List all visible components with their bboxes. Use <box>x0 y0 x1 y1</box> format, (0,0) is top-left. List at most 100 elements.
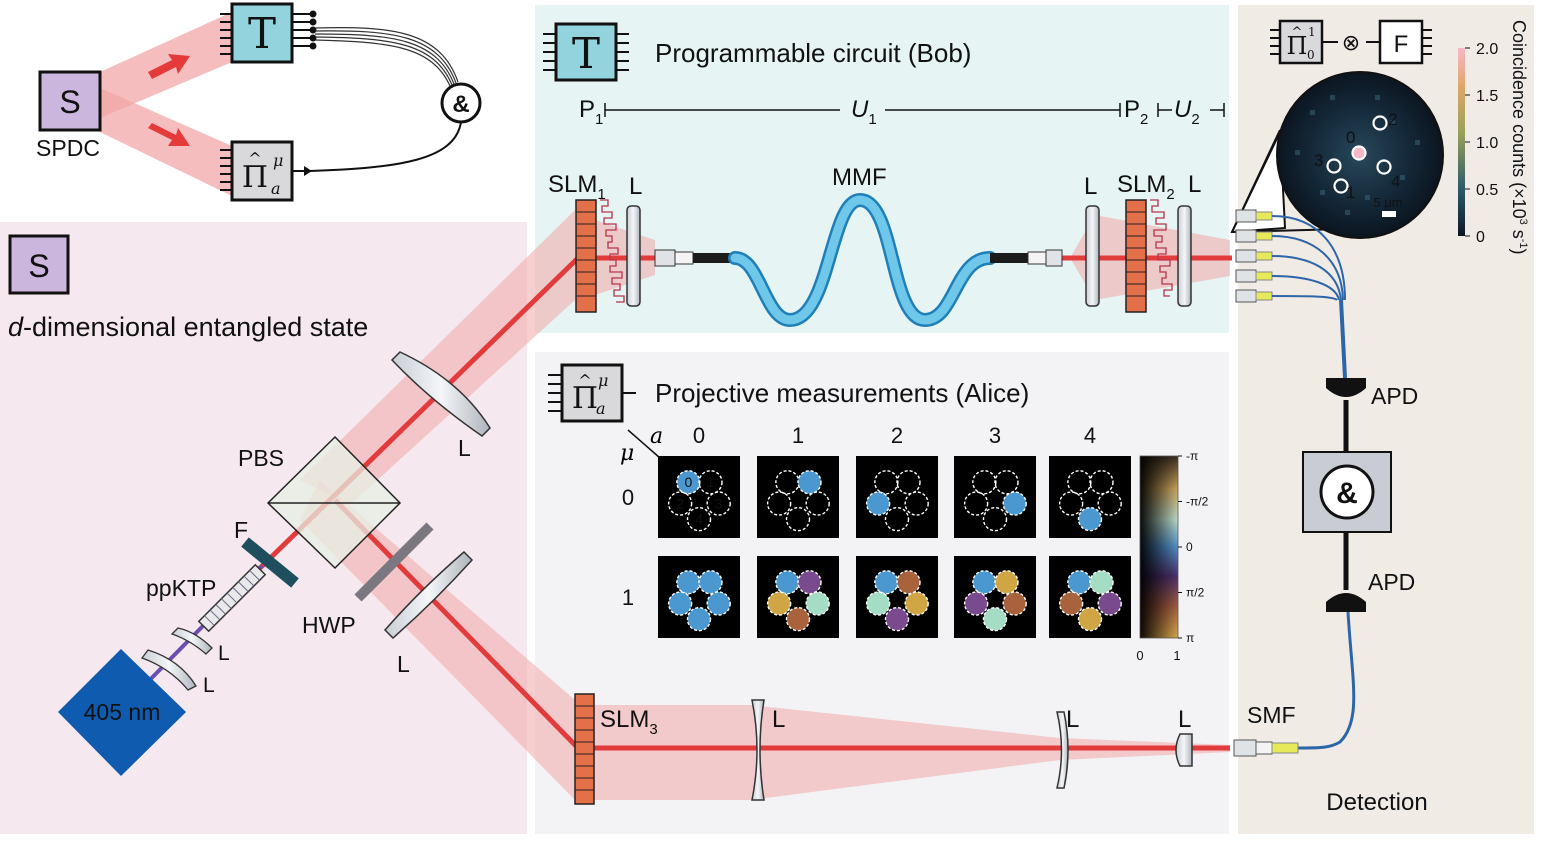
laser-label: 405 nm <box>84 699 161 725</box>
mode-spot-1-4-1 <box>1089 570 1114 595</box>
alice-chip-symbol: Π <box>572 381 598 416</box>
a-col-label-3: 3 <box>989 423 1001 448</box>
slm3-label: SLM3 <box>600 706 658 738</box>
alice-panel: Π ^ μ a Projective measurements (Alice) … <box>548 363 1230 805</box>
mode-spot-0-4-0 <box>1067 470 1092 495</box>
mode-tile-0-0 <box>658 456 740 538</box>
phase-tick-label-3: π/2 <box>1186 586 1205 600</box>
fiber-array <box>1235 209 1347 379</box>
spdc-beam-lower <box>100 88 232 196</box>
mode-spot-0-2-1 <box>896 470 921 495</box>
alice-chip-small: Π ^ μ a <box>220 140 304 202</box>
mode-spot-0-3-0 <box>972 470 997 495</box>
lens-left-upper <box>390 351 491 437</box>
slm2-phase-trace <box>1150 199 1173 297</box>
mode-spot-1-0-4 <box>686 606 712 632</box>
bob-chip-symbol: T <box>572 29 600 78</box>
filter-plate <box>241 537 299 588</box>
alice-chip-small-sub: a <box>271 179 281 198</box>
pump-lens-2 <box>140 649 197 691</box>
f-chip: F <box>1366 19 1432 65</box>
alice-lens-1-label: L <box>772 706 785 733</box>
mode-spot-1-1-2 <box>766 591 792 616</box>
apd-bottom <box>1326 593 1366 612</box>
alice-fiber-tip <box>304 166 312 176</box>
alice-chip-small-symbol: Π <box>242 160 268 195</box>
coincidence-circle <box>1319 464 1375 520</box>
mode-spot-1-3-1 <box>994 570 1019 595</box>
apd-top <box>1326 378 1366 397</box>
camera-label-0: 0 <box>1346 128 1355 147</box>
mode-spot-0-0-1 <box>698 470 723 495</box>
ppktp-crystal <box>197 563 267 633</box>
phase-tick-label-1: -π/2 <box>1186 495 1209 509</box>
slm2 <box>1125 199 1147 313</box>
detection-panel: Π ^ 1 0 ⊗ F <box>1230 19 1529 816</box>
mode-spot-label-4: 4 <box>695 511 703 527</box>
mode-spot-label-1: 1 <box>707 474 715 490</box>
title-rest: -dimensional entangled state <box>23 312 368 342</box>
pump-lens-label-2: L <box>203 674 215 697</box>
pump-lens-1 <box>170 627 213 655</box>
mode-spot-1-3-4 <box>982 606 1008 632</box>
lens-bob-1 <box>626 205 641 307</box>
mode-spot-1-1-0 <box>775 570 800 595</box>
hwp-plate <box>354 522 434 602</box>
lens-bob-3 <box>1177 205 1192 307</box>
mode-spot-0-2-2 <box>865 491 891 516</box>
axis-diagonal <box>627 429 661 459</box>
beam-to-alice <box>333 498 580 750</box>
ppktp-label: ppKTP <box>146 575 216 601</box>
laser-405 <box>58 649 186 776</box>
entangled-state-title: d-dimensional entangled state <box>8 312 368 342</box>
mode-spot-0-4-4 <box>1077 506 1103 532</box>
camera-label-3: 3 <box>1314 151 1323 170</box>
source-box-left <box>8 234 70 295</box>
slm1-phase-trace <box>600 199 625 303</box>
p2-label: P2 <box>1124 96 1148 128</box>
slm1-label: SLM1 <box>548 171 606 203</box>
bob-chip: T <box>543 22 629 82</box>
phase-cb-x1: 1 <box>1173 648 1180 663</box>
mode-spot-0-1-4 <box>785 506 811 532</box>
camera-label-4: 4 <box>1391 172 1400 191</box>
lens-label-upper: L <box>458 435 471 461</box>
pbs-cube <box>266 435 402 570</box>
lens-bob-1-label: L <box>629 173 642 200</box>
mode-spot-1-0-1 <box>698 570 723 595</box>
fiber-bundle <box>314 27 459 87</box>
alice-lens-2 <box>1056 711 1069 789</box>
alice-chip-sup: μ <box>598 371 608 390</box>
camera-noise <box>1295 95 1420 215</box>
mmf-fiber <box>654 192 1063 328</box>
counts-tick-label-4: 0 <box>1476 229 1485 246</box>
bob-title: Programmable circuit (Bob) <box>655 38 971 68</box>
arrow-lower <box>148 123 190 146</box>
source-label-left: S <box>28 248 49 284</box>
mode-spot-0-4-2 <box>1058 491 1084 516</box>
mode-spot-1-1-1 <box>797 570 822 595</box>
title-italic-d: d <box>8 312 24 342</box>
lens-label-lower: L <box>397 651 410 677</box>
mode-spot-label-3: 3 <box>715 496 723 512</box>
phase-tick-label-4: π <box>1186 631 1194 645</box>
mode-spot-1-2-4 <box>884 606 910 632</box>
mode-spot-1-2-1 <box>896 570 921 595</box>
mode-spot-0-1-3 <box>805 491 830 516</box>
phase-cb-x0: 0 <box>1136 648 1143 663</box>
mode-spot-0-1-2 <box>766 491 792 516</box>
and-symbol-small: & <box>452 91 469 118</box>
camera-label-1: 1 <box>1346 183 1355 202</box>
scale-bar <box>1382 211 1396 217</box>
filter-label: F <box>234 517 248 543</box>
projector-sub: 0 <box>1307 48 1315 62</box>
camera-label-2: 2 <box>1388 110 1397 129</box>
counts-tick-label-2: 1.0 <box>1476 135 1498 152</box>
alice-fiber-line <box>309 121 462 172</box>
mode-spot-0-2-3 <box>904 491 929 516</box>
counts-colorbar-ticks: 2.01.51.00.50 <box>1465 41 1498 246</box>
mu-row-label-1: 1 <box>622 585 634 610</box>
bob-chip-small-symbol: T <box>248 9 276 58</box>
axis-mu-label: μ <box>620 441 634 466</box>
